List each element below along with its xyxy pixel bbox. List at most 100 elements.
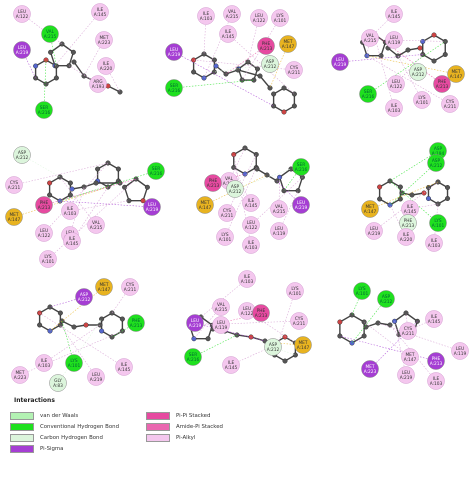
residue-name: LEU (370, 226, 378, 232)
residue-number: A:103 (64, 211, 77, 217)
residue-number: A:219 (295, 205, 308, 211)
ligand-atom (421, 190, 427, 196)
legend-label: Amide-Pi Stacked (176, 423, 223, 430)
ligand-atom (119, 316, 125, 322)
interaction-line (43, 324, 101, 364)
residue-number: A:212 (430, 163, 443, 169)
residue-number: A:219 (189, 323, 202, 329)
interaction-line (189, 320, 300, 326)
ligand-atom (191, 69, 197, 75)
ligand-atom (71, 324, 77, 330)
ligand-atom (392, 318, 398, 324)
residue-name: PHE (257, 308, 266, 314)
ligand-structure (231, 145, 305, 194)
residue-name: LEU (275, 226, 283, 232)
residue-number: A:122 (245, 225, 258, 231)
ligand-atom (282, 334, 288, 340)
residue-number: A:145 (225, 365, 238, 371)
residue-name: CYS (295, 316, 304, 322)
residue-number: A:103 (38, 363, 51, 369)
ligand-structure (187, 314, 298, 364)
ligand-atom (271, 103, 277, 109)
ligand-atom (431, 58, 437, 64)
residue-name: MET (200, 200, 209, 206)
residue-name: LEU (243, 306, 251, 312)
residue-number: A:216 (168, 88, 181, 94)
interaction-line (69, 200, 129, 212)
residue-number: A:122 (38, 233, 51, 239)
ligand-atom (43, 57, 49, 63)
residue-name: LEU (390, 35, 398, 41)
ligand-atom (67, 180, 73, 186)
ligand-atom (248, 334, 254, 340)
residue-name: LEU (191, 318, 199, 324)
interaction-line (278, 177, 280, 210)
ligand-atom (281, 85, 287, 91)
residue-name: PHE (132, 318, 141, 324)
ligand-atom (81, 73, 87, 79)
residue-number: A:213 (38, 205, 51, 211)
legend-label: van der Waals (40, 412, 79, 419)
residue-name: PHE (404, 218, 413, 224)
ligand-atom (425, 196, 431, 202)
residue-name: LEU (170, 47, 178, 53)
legend-swatch (10, 422, 34, 431)
residue-name: LYS (276, 13, 283, 19)
residue-number: A:219 (146, 207, 159, 213)
ligand-atom (70, 49, 76, 55)
residue-name: SER (152, 166, 160, 172)
residue-name: ASP (266, 59, 275, 65)
residue-name: LEU (297, 200, 305, 206)
interaction-line (397, 55, 423, 101)
residue-name: ILE (69, 236, 76, 242)
ligand-atom (291, 103, 297, 109)
interaction-line (49, 33, 57, 67)
residue-number: A:219 (400, 375, 413, 381)
interaction-line (214, 63, 271, 73)
residue-number: A:211 (8, 185, 21, 191)
ligand-ring (38, 306, 62, 332)
residue-name: PHE (262, 41, 271, 47)
residue-name: ASP (434, 146, 443, 152)
interaction-line (43, 178, 137, 206)
residue-number: A:212 (78, 297, 91, 303)
residue-name: MET (99, 35, 108, 41)
residue-number: A:122 (241, 311, 254, 317)
residue-number: A:147 (450, 74, 463, 80)
residue-number: A:212 (16, 155, 29, 161)
residue-number: A:213 (402, 223, 415, 229)
ligand-atom (254, 166, 260, 172)
residue-name: VAL (366, 33, 375, 39)
ligand-chain (387, 47, 421, 57)
residue-number: A:213 (255, 313, 268, 319)
residue-number: A:216 (150, 171, 163, 177)
ligand-chain (71, 182, 120, 190)
residue-name: ILE (431, 314, 438, 320)
residue-name: ILE (121, 362, 128, 368)
residue-name: ASP (18, 150, 27, 156)
